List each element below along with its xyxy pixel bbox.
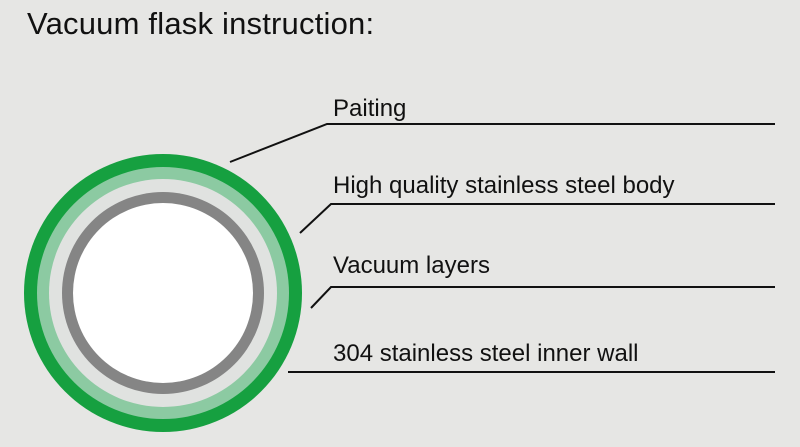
label-inner-wall: 304 stainless steel inner wall — [333, 340, 639, 367]
label-painting: Paiting — [333, 95, 407, 122]
flask-core — [73, 203, 253, 383]
leader-line-painting — [229, 123, 775, 163]
leader-line-vacuum — [310, 286, 775, 309]
label-steel-body: High quality stainless steel body — [333, 172, 675, 199]
label-vacuum-layers: Vacuum layers — [333, 252, 490, 279]
leader-line-steel-body — [299, 203, 775, 234]
page-title: Vacuum flask instruction: — [27, 6, 375, 41]
